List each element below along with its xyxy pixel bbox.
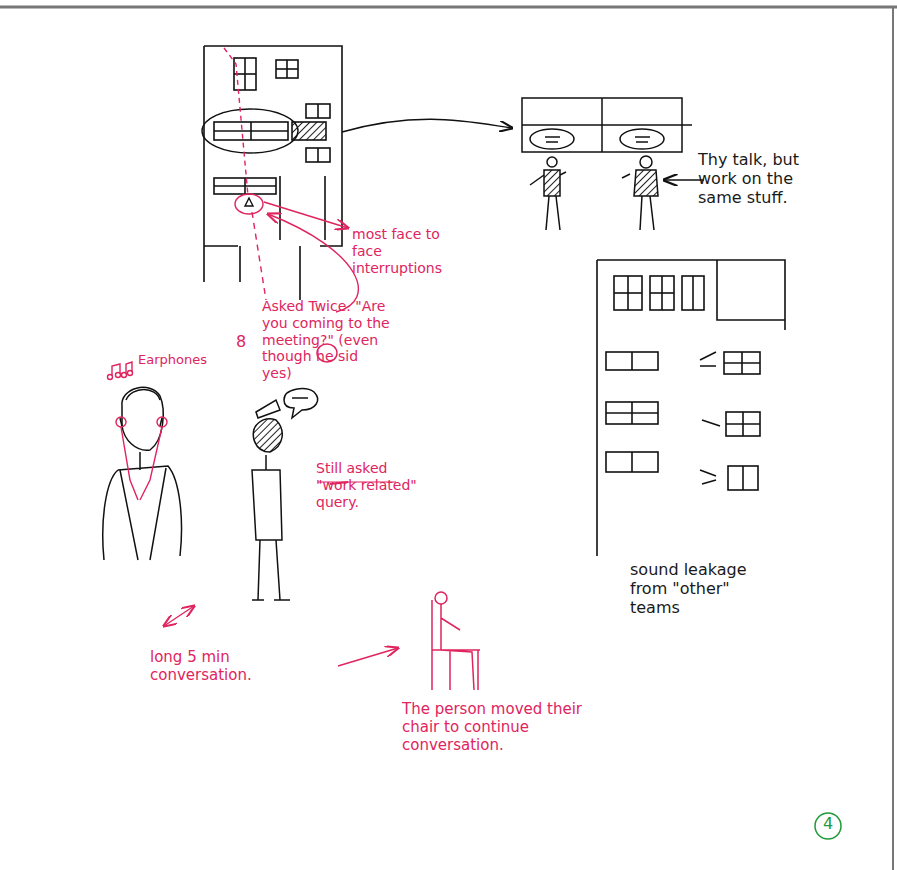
floor-plan-1 bbox=[202, 46, 512, 300]
quote-note: Asked Twice. "Are you coming to the meet… bbox=[262, 298, 390, 382]
observation-note: sound leakage from "other" teams bbox=[630, 560, 750, 618]
observation-note: The person moved their chair to continue… bbox=[402, 700, 602, 754]
standing-person bbox=[252, 389, 318, 600]
earphone-person bbox=[103, 387, 182, 560]
item-label: Earphones bbox=[138, 352, 238, 368]
count-label: 8 bbox=[236, 332, 256, 351]
floor-plan-2 bbox=[597, 260, 785, 556]
earphone-cables bbox=[108, 362, 168, 500]
observation-note: Thy talk, but work on the same stuff. bbox=[698, 150, 808, 208]
observation-note: Still asked "work related" query. bbox=[316, 460, 426, 510]
shared-desk-scene bbox=[522, 98, 704, 230]
page-number-circle bbox=[815, 813, 841, 839]
page-number: 4 bbox=[815, 814, 841, 833]
observation-note: most face to face interruptions bbox=[352, 226, 447, 276]
chair-person bbox=[432, 592, 480, 690]
conversation-arrows bbox=[164, 482, 398, 666]
page-frame bbox=[0, 7, 897, 870]
observation-note: long 5 min conversation. bbox=[150, 648, 300, 684]
